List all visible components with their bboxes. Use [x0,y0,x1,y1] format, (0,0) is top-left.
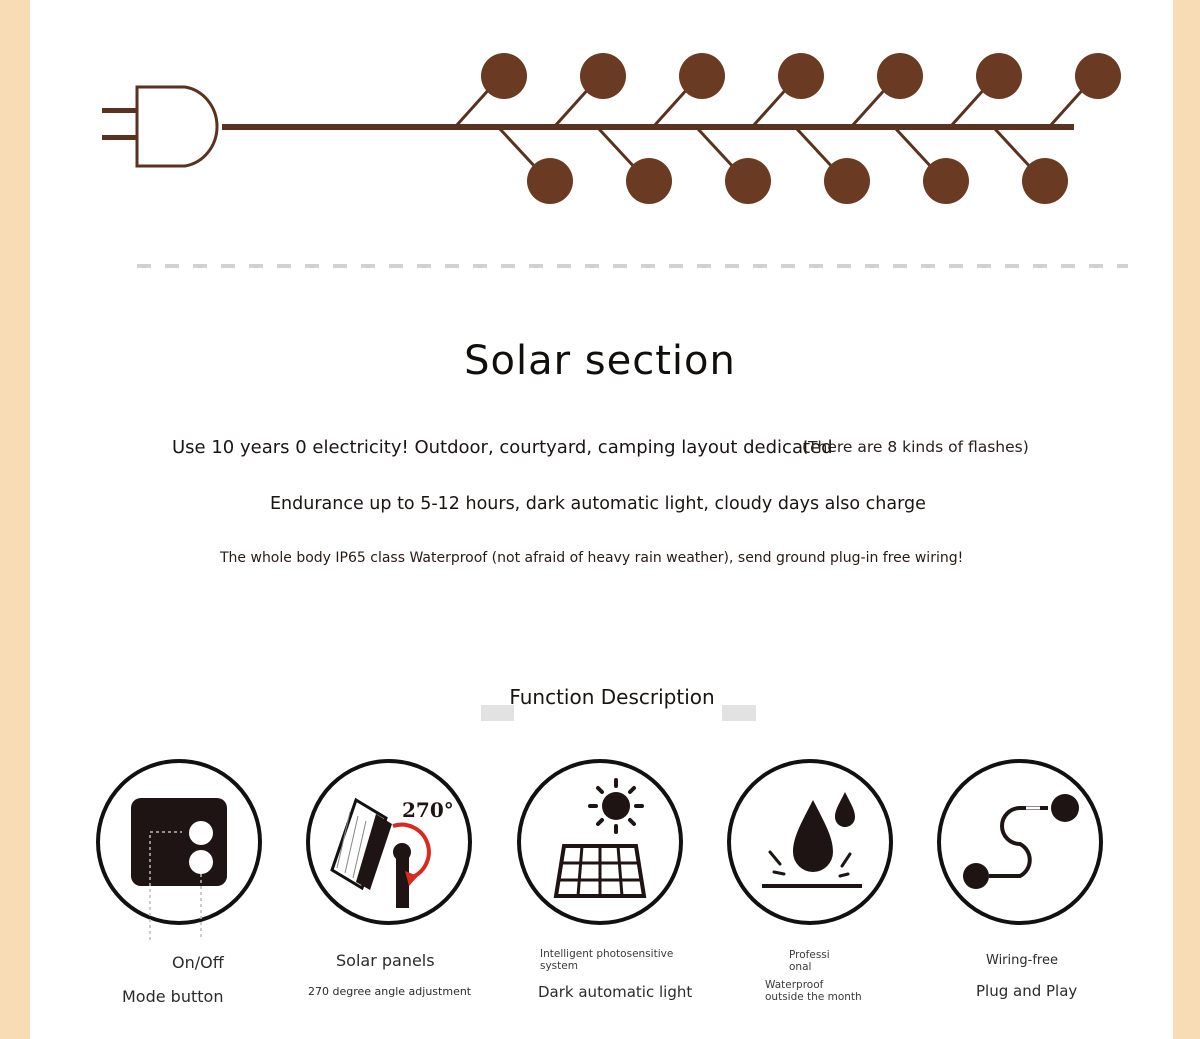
bulb [725,158,771,204]
function-title: Function Description [509,685,715,709]
dark-automatic-label: Dark automatic light [538,983,693,1001]
angle-adjustment-label: 270 degree angle adjustment [308,985,472,998]
feature-icons: 270° [96,759,1103,940]
bulb [1022,158,1068,204]
bulb [877,53,923,99]
on-off-label: On/Off [172,953,224,972]
intro-line-2: Endurance up to 5-12 hours, dark automat… [270,494,926,514]
plug-and-play-label: Plug and Play [976,982,1078,1000]
intro-line-3: The whole body IP65 class Waterproof (no… [220,550,964,566]
sun-solar-grid-icon [517,759,683,925]
bulb [778,53,824,99]
bulb [580,53,626,99]
solar-panel-icon: 270° [306,759,472,925]
waterproof-label: Waterproof outside the month [765,979,862,1003]
water-drop-icon [727,759,893,925]
bulb [1075,53,1121,99]
intro-line-1: Use 10 years 0 electricity! Outdoor, cou… [172,437,833,458]
bulb [527,158,573,204]
bulb [923,158,969,204]
bulb [626,158,672,204]
professional-label: Professi onal [789,949,830,973]
wiring-icon [937,759,1103,925]
bulb [824,158,870,204]
bulb [976,53,1022,99]
intro-line-1-note: (There are 8 kinds of flashes) [802,438,1029,456]
mode-button-icon [96,759,262,940]
title-bar-left [481,705,514,721]
solar-panels-label: Solar panels [336,951,435,970]
bulb [679,53,725,99]
light-cable [222,124,1074,130]
photosensitive-label: Intelligent photosensitive system [540,948,674,972]
string-light-illustration [102,53,1128,268]
section-title: Solar section [464,338,736,384]
title-bar-right [722,705,756,721]
bulb [481,53,527,99]
plug-icon [102,85,219,168]
angle-label: 270° [402,798,454,822]
mode-button-label: Mode button [122,987,224,1006]
wiring-free-label: Wiring-free [986,953,1058,968]
